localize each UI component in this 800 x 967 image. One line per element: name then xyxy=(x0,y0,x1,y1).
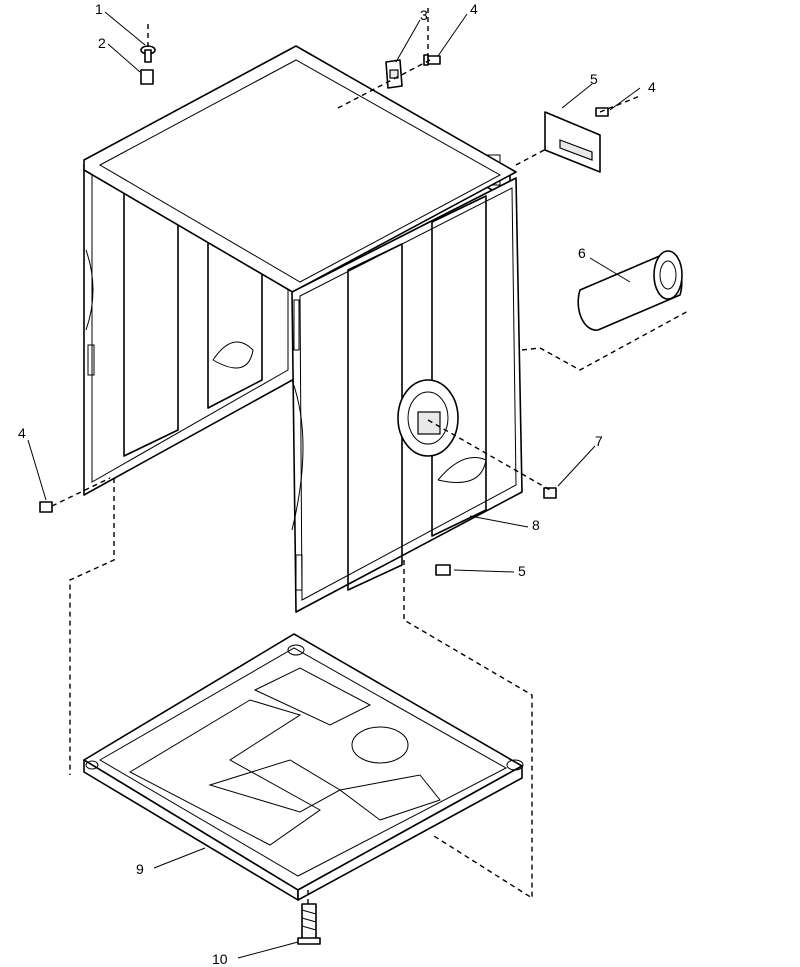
callout-labels: 1 2 3 4 5 4 6 4 7 8 5 9 10 xyxy=(18,1,656,967)
cylinder-part-6 xyxy=(577,250,683,331)
callout-5-bottom: 5 xyxy=(518,563,526,579)
callout-6: 6 xyxy=(578,245,586,261)
callout-4-left: 4 xyxy=(18,425,26,441)
callout-2: 2 xyxy=(98,35,106,51)
callout-1: 1 xyxy=(95,1,103,17)
callout-7: 7 xyxy=(595,433,603,449)
screw-part-5-bottom xyxy=(435,564,451,576)
leader-lines xyxy=(27,11,641,959)
callout-5-top: 5 xyxy=(590,71,598,87)
assembly-lines xyxy=(51,8,691,905)
base-pan xyxy=(83,633,524,901)
screw-part-1 xyxy=(140,45,156,63)
leveling-leg-part-10 xyxy=(297,903,321,945)
callout-4-top: 4 xyxy=(470,1,478,17)
plate-part-5-top xyxy=(544,111,601,173)
callout-3: 3 xyxy=(420,7,428,23)
clip-part-2 xyxy=(140,69,154,85)
callout-10: 10 xyxy=(212,951,228,967)
screw-part-4-top xyxy=(423,54,441,66)
screw-part-4-right xyxy=(595,107,609,117)
bracket-part-3 xyxy=(385,59,403,89)
callout-9: 9 xyxy=(136,861,144,877)
screw-part-7 xyxy=(543,487,557,499)
cabinet-right-panel xyxy=(291,177,523,613)
screw-part-4-left xyxy=(39,501,53,513)
callout-8: 8 xyxy=(532,517,540,533)
callout-4-right: 4 xyxy=(648,79,656,95)
